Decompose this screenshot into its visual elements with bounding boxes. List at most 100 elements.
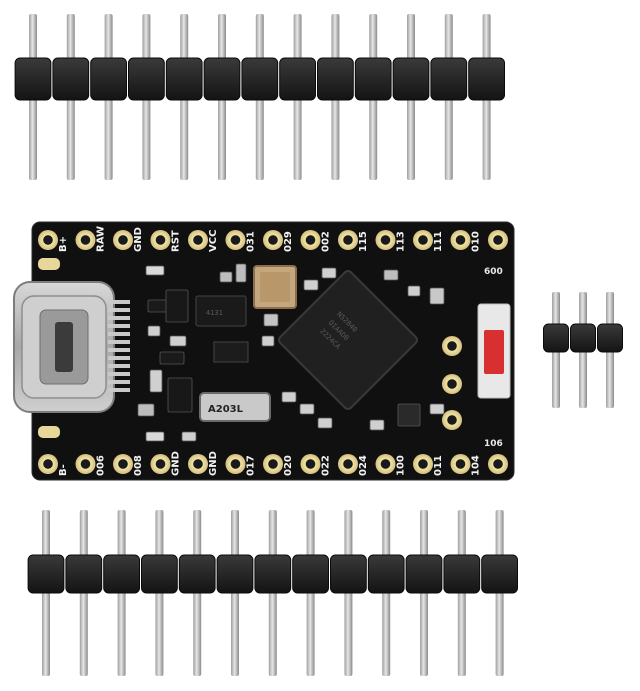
header-block	[103, 554, 140, 594]
pin-label: 104	[471, 455, 482, 476]
solder-pad	[188, 454, 208, 474]
usb-contact-pins	[108, 300, 130, 392]
header-block	[254, 554, 292, 594]
smd-part	[145, 265, 165, 276]
side-pad	[442, 336, 462, 356]
smd-part	[167, 377, 193, 413]
header-block	[14, 57, 52, 101]
smd-part	[407, 285, 421, 297]
usb-contact	[108, 300, 130, 304]
pin-label: RST	[171, 230, 182, 252]
usb-contact	[108, 324, 130, 328]
header-block	[279, 57, 317, 101]
pin-label: 011	[433, 455, 444, 476]
smd-part	[261, 335, 275, 347]
solder-pad	[450, 230, 471, 250]
pin-label: 029	[283, 231, 294, 252]
pin-label: 002	[321, 231, 332, 252]
header-block	[367, 554, 405, 594]
pin-label: 024	[358, 455, 369, 476]
solder-pad	[38, 230, 58, 250]
usb-contact	[108, 372, 130, 376]
header-block	[178, 554, 216, 594]
pin-label: GND	[208, 451, 219, 476]
top-pin-header	[14, 14, 506, 180]
header-block	[203, 57, 241, 101]
side-top-label: 600	[484, 267, 503, 277]
smd-part	[317, 417, 333, 429]
side-pad	[442, 374, 462, 394]
header-block	[354, 57, 392, 101]
solder-pad	[150, 454, 171, 474]
side-pads	[442, 336, 462, 430]
header-block	[330, 554, 367, 594]
header-block	[597, 323, 623, 353]
solder-pad	[300, 454, 321, 474]
header-block	[317, 57, 354, 101]
smd-part	[429, 403, 445, 415]
usb-tab-bottom	[38, 426, 60, 438]
smd-components	[137, 263, 445, 442]
usb-contact	[108, 332, 130, 336]
usb-contact	[108, 364, 130, 368]
pin-label: 031	[246, 231, 257, 252]
header-block	[216, 554, 254, 594]
header-block	[392, 57, 430, 101]
header-block	[27, 554, 65, 594]
usb-contact	[108, 380, 130, 384]
header-block	[65, 554, 103, 594]
top-pad-row	[38, 230, 508, 250]
pin-label: 017	[246, 455, 257, 476]
header-block	[241, 57, 279, 101]
solder-pad	[488, 454, 508, 474]
solder-pad	[413, 454, 433, 474]
smd-part	[181, 431, 197, 442]
smd-part	[263, 313, 279, 327]
solder-pad	[338, 230, 358, 250]
usb-contact	[108, 356, 130, 360]
pin-label: GND	[133, 227, 144, 252]
solder-pad	[113, 230, 133, 250]
header-block	[405, 554, 443, 594]
usb-contact	[108, 308, 130, 312]
solder-pad	[375, 454, 396, 474]
usb-tab-top	[38, 258, 60, 270]
header-block	[128, 57, 165, 101]
usb-contact	[108, 348, 130, 352]
pin-label: 113	[396, 231, 407, 252]
status-led	[477, 303, 511, 399]
solder-pad	[300, 230, 321, 250]
pin-label: 115	[358, 231, 369, 252]
header-block	[543, 323, 569, 353]
solder-pad	[450, 454, 471, 474]
header-block	[165, 57, 203, 101]
smd-part	[235, 263, 247, 283]
pin-label: 010	[471, 231, 482, 252]
header-block	[443, 554, 481, 594]
solder-pad	[188, 230, 208, 250]
smd-part	[147, 325, 161, 337]
smd-part	[303, 279, 319, 291]
bottom-pad-row	[38, 454, 508, 474]
usb-c-connector	[13, 281, 130, 413]
smd-part	[383, 269, 399, 281]
crystal	[253, 265, 297, 309]
smd-part	[169, 335, 187, 347]
smd-part	[165, 289, 189, 323]
smd-part	[281, 391, 297, 403]
side-pad	[442, 410, 462, 430]
smd-part	[429, 287, 445, 305]
transistor	[213, 341, 249, 363]
solder-pad	[150, 230, 171, 250]
usb-contact	[108, 388, 130, 392]
pin-label: VCC	[208, 230, 219, 252]
smd-part	[149, 369, 163, 393]
side-bottom-label: 106	[484, 439, 503, 449]
solder-pad	[263, 454, 283, 474]
header-block	[90, 57, 127, 101]
usb-contact	[108, 316, 130, 320]
solder-pad	[375, 230, 396, 250]
smd-part	[137, 403, 155, 417]
